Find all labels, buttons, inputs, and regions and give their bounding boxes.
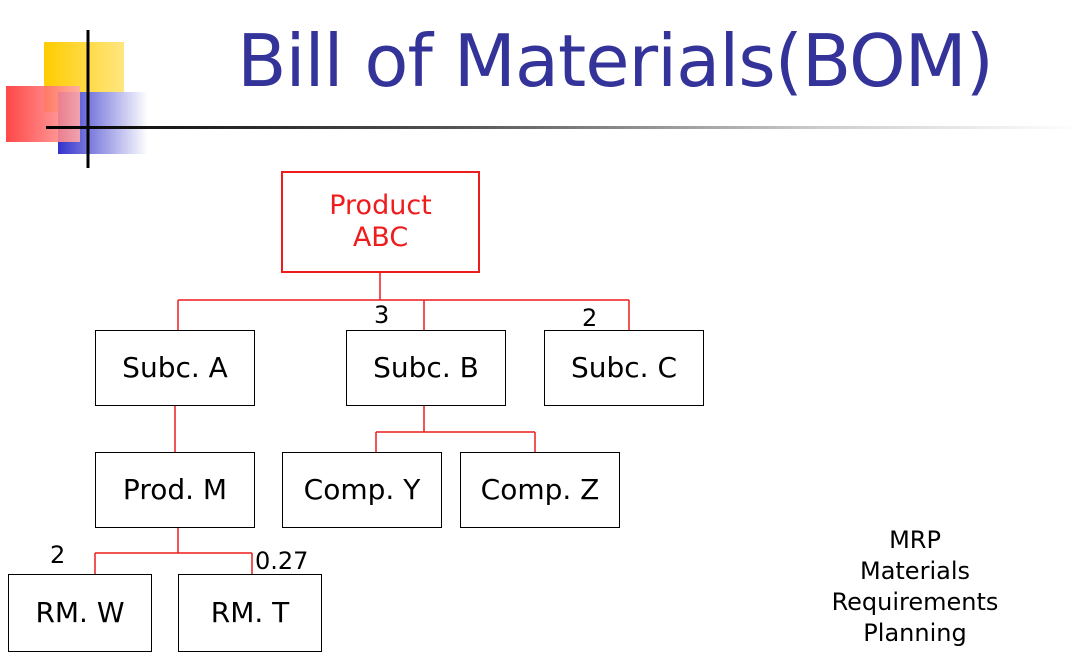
page-title: Bill of Materials(BOM) xyxy=(237,19,994,103)
qty-subc-b: 3 xyxy=(374,301,390,329)
corner-decoration xyxy=(0,0,160,170)
note-line-3: Requirements xyxy=(831,588,999,616)
bom-node-subc-c: Subc. C xyxy=(544,330,704,406)
qty-rm-t: 0.27 xyxy=(255,547,309,575)
qty-subc-c: 2 xyxy=(582,304,598,332)
note-line-1: MRP xyxy=(889,526,941,554)
root-label-line2: ABC xyxy=(352,222,409,253)
root-label-line1: Product xyxy=(329,189,432,221)
bom-node-comp-z: Comp. Z xyxy=(460,452,620,528)
bom-node-subc-b: Subc. B xyxy=(346,330,506,406)
bom-node-subc-a: Subc. A xyxy=(95,330,255,406)
bom-node-rm-t: RM. T xyxy=(178,574,322,652)
note-line-2: Materials xyxy=(859,557,970,585)
qty-rm-w: 2 xyxy=(50,541,66,569)
bom-node-comp-y: Comp. Y xyxy=(282,452,442,528)
bom-root-product-abc: Product ABC xyxy=(281,171,480,273)
bom-node-prod-m: Prod. M xyxy=(95,452,255,528)
bom-node-rm-w: RM. W xyxy=(8,574,152,652)
mrp-note: MRP Materials Requirements Planning xyxy=(800,525,1030,649)
red-square xyxy=(6,86,80,142)
title-underline xyxy=(46,126,1080,129)
note-line-4: Planning xyxy=(863,619,967,647)
